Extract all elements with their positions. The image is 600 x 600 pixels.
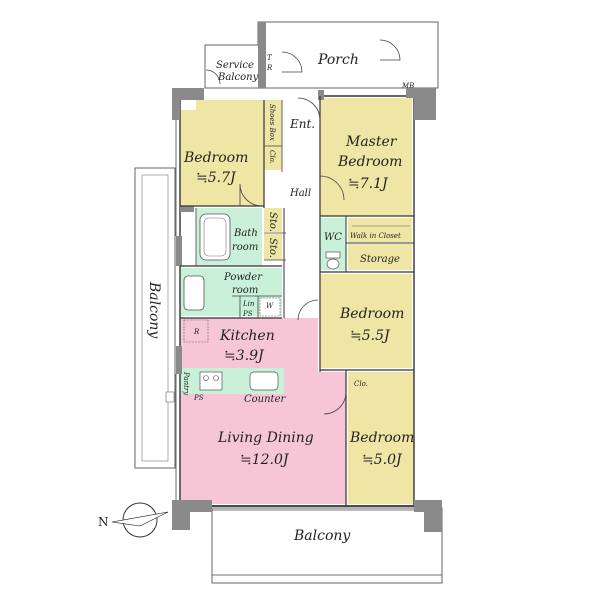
powder-room-label-2: room xyxy=(232,285,258,296)
service-balcony-label-1: Service xyxy=(216,60,254,71)
bathtub-icon xyxy=(199,213,231,261)
ps-label-1: PS xyxy=(242,310,253,318)
lin-label: Lin xyxy=(242,300,255,308)
sto-label-2: Sto. xyxy=(267,238,278,258)
bedroom-nw-size: ≒5.7J xyxy=(196,170,237,186)
balcony-w-label: Balcony xyxy=(146,281,162,339)
bedroom-e-size: ≒5.5J xyxy=(350,328,391,344)
kitchen-name: Kitchen xyxy=(219,328,275,344)
wc-label: WC xyxy=(324,232,342,243)
bedroom-se-size: ≒5.0J xyxy=(362,452,403,468)
tr-label-1: T xyxy=(267,54,273,62)
washbasin-icon xyxy=(183,275,205,311)
walls xyxy=(172,22,442,532)
bedroom-se-name: Bedroom xyxy=(349,430,414,446)
living-dining-size: ≒12.0J xyxy=(240,452,290,468)
fridge-icon xyxy=(183,319,209,343)
door-swings xyxy=(205,39,401,415)
compass-icon: N xyxy=(98,502,169,538)
walk-in-closet-label: Walk in Closet xyxy=(350,232,401,240)
exterior-outlines xyxy=(134,21,443,584)
toilet-icon xyxy=(325,251,341,270)
master-bedroom-name-1: Master xyxy=(345,134,398,150)
porch-label: Porch xyxy=(317,52,359,68)
master-bedroom-size: ≒7.1J xyxy=(348,176,389,192)
washing-machine-icon xyxy=(259,297,281,317)
master-bedroom-fill xyxy=(320,98,412,216)
sto-label-1: Sto. xyxy=(267,212,278,232)
bathroom-label-1: Bath xyxy=(233,228,258,239)
balcony-s-label: Balcony xyxy=(293,528,351,544)
bedroom-e-fill xyxy=(320,274,412,368)
room-fills xyxy=(180,98,414,504)
sink-icon xyxy=(249,371,279,391)
bedroom-nw-name: Bedroom xyxy=(183,150,248,166)
entrance-label: Ent. xyxy=(289,117,315,131)
powder-room-label-1: Powder xyxy=(223,272,263,283)
bedroom-e-name: Bedroom xyxy=(339,306,404,322)
bathroom-label-2: room xyxy=(232,242,258,253)
counter-label: Counter xyxy=(244,394,286,405)
kitchen-size: ≒3.9J xyxy=(224,348,265,364)
ps-label-2: PS xyxy=(193,394,204,402)
living-dining-fill xyxy=(180,318,346,504)
fixtures xyxy=(165,213,410,403)
living-dining-name: Living Dining xyxy=(217,430,314,446)
compass-north-label: N xyxy=(98,515,109,529)
r-label: R xyxy=(193,328,200,336)
mb-label: MB xyxy=(401,82,414,90)
room-labels: Porch Service Balcony T R MB Ent. Shoes … xyxy=(146,52,414,544)
tr-label-2: R xyxy=(266,64,273,72)
bedroom-nw-fill xyxy=(180,110,264,206)
master-bedroom-name-2: Bedroom xyxy=(337,154,402,170)
closet-label-2: Clo. xyxy=(354,380,368,388)
closet-label-1: Clo. xyxy=(268,150,276,164)
storage-label: Storage xyxy=(360,254,400,265)
pantry-label: Pantry xyxy=(182,371,190,396)
stove-icon xyxy=(199,371,223,391)
wash-label: W xyxy=(266,302,274,310)
service-balcony-label-2: Balcony xyxy=(217,72,259,83)
hall-label: Hall xyxy=(289,188,311,199)
bedroom-se-fill xyxy=(348,372,414,504)
shoes-box-label: Shoes Box xyxy=(268,104,276,141)
